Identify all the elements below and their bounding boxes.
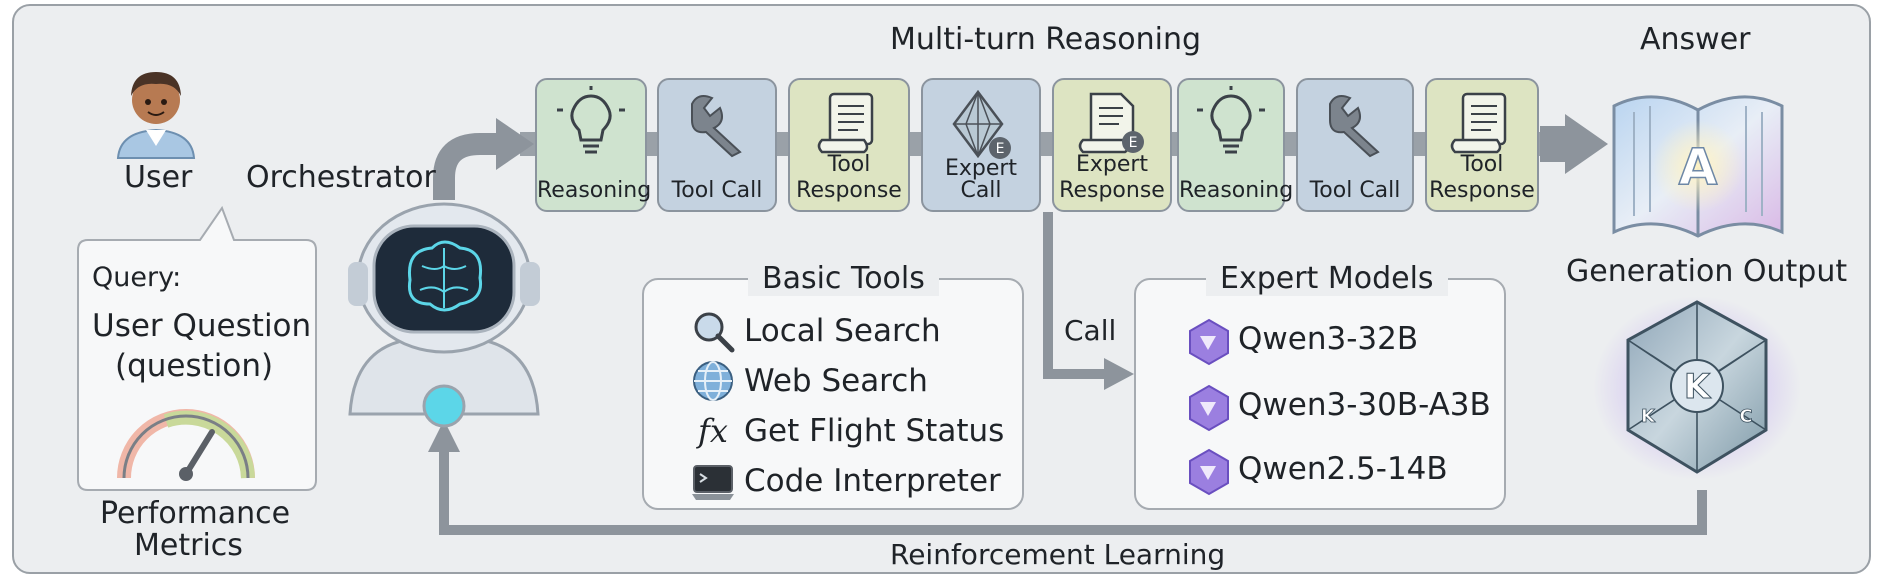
rl-loop-arrow-head [428, 420, 460, 452]
document-icon [1450, 92, 1507, 154]
step-tool-response-1: Tool Response [788, 78, 910, 212]
basic-tools-panel: Basic Tools Local Search Web Search fx G… [642, 261, 1024, 510]
tool-web-search: Web Search [692, 360, 928, 402]
step-tool-response-2-label2: Response [1429, 178, 1535, 203]
step-expert-response-label2: Response [1059, 178, 1165, 203]
step-expert-call-label: Expert Call [944, 156, 1018, 203]
step-reasoning-2: Reasoning [1177, 78, 1294, 212]
generation-title: Generation Output [1566, 254, 1848, 289]
document-icon [817, 92, 874, 154]
step-expert-call: E Expert Call [921, 78, 1041, 212]
call-arrow-head [1104, 358, 1134, 390]
performance-label-line1: Performance [100, 496, 291, 531]
qwen-logo-icon [1189, 448, 1229, 496]
step-tool-response-2: Tool Response [1425, 78, 1539, 212]
step-expert-response-label1: Expert [1075, 152, 1149, 177]
expert-model-1-label: Qwen3-32B [1238, 321, 1419, 357]
fx-icon: fx [698, 412, 728, 450]
tool-flight-status: fx Get Flight Status [692, 410, 1004, 452]
expert-document-icon: E [1078, 92, 1144, 154]
step-tool-call-2: Tool Call [1296, 78, 1414, 212]
tool-code-interpreter-label: Code Interpreter [744, 463, 1001, 499]
wrench-icon [691, 95, 742, 158]
performance-label-line2: Metrics [134, 528, 243, 563]
step-reasoning-1-label: Reasoning [537, 178, 652, 203]
step-expert-response: E Expert Response [1052, 78, 1172, 212]
step-reasoning-2-label: Reasoning [1179, 178, 1294, 203]
orchestrator-arrow-head [496, 118, 534, 170]
answer-arrow [1540, 114, 1608, 174]
step-tool-call-2-label: Tool Call [1309, 178, 1401, 203]
gauge-icon [117, 409, 255, 481]
step-reasoning-1: Reasoning [535, 78, 652, 212]
expert-models-title: Expert Models [1206, 261, 1448, 296]
tool-web-search-label: Web Search [744, 363, 928, 399]
step-tool-response-2-label1: Tool [1460, 152, 1504, 177]
generation-badge-right: C [1739, 406, 1752, 427]
tool-code-interpreter: Code Interpreter [692, 460, 1001, 502]
tool-flight-status-label: Get Flight Status [744, 413, 1005, 449]
user-avatar-icon [116, 72, 196, 159]
call-arrow [1043, 212, 1110, 379]
multi-turn-title: Multi-turn Reasoning [890, 22, 1202, 57]
orchestrator-label: Orchestrator [246, 160, 436, 195]
expert-model-2-label: Qwen3-30B-A3B [1238, 387, 1491, 423]
generation-badge-left: K [1641, 406, 1656, 427]
expert-model-1: Qwen3-32B [1186, 318, 1419, 366]
expert-crystal-icon: E [952, 89, 1011, 159]
expert-model-2: Qwen3-30B-A3B [1186, 384, 1491, 432]
step-tool-call-1: Tool Call [657, 78, 777, 212]
user-label: User [124, 160, 193, 195]
globe-icon [693, 361, 733, 401]
lightbulb-icon [1197, 86, 1265, 154]
svg-text:E: E [1129, 135, 1138, 151]
expert-models-panel: Expert Models Qwen3-32B Qwen3-30B-A3B Qw… [1134, 261, 1506, 510]
query-prefix: Query: [92, 262, 182, 293]
answer-book-icon: A [1612, 95, 1784, 238]
basic-tools-title: Basic Tools [748, 261, 939, 296]
call-label: Call [1064, 314, 1117, 347]
orchestrator-arrow [433, 133, 500, 200]
step-tool-response-1-label2: Response [796, 178, 902, 203]
generation-badge-main: K [1684, 367, 1712, 407]
rl-loop-arrow [439, 450, 1707, 535]
query-line2: (question) [115, 348, 274, 384]
tool-local-search: Local Search [692, 310, 941, 353]
terminal-icon [692, 465, 734, 500]
qwen-logo-icon [1189, 318, 1229, 366]
query-line1: User Question [92, 308, 312, 344]
reinforcement-label: Reinforcement Learning [884, 538, 1232, 571]
step-tool-response-1-label1: Tool [827, 152, 871, 177]
tool-local-search-label: Local Search [744, 313, 941, 349]
expert-model-3-label: Qwen2.5-14B [1238, 451, 1448, 487]
diagram-canvas: User Orchestrator Query: User Question (… [12, 4, 1871, 574]
wrench-icon [1329, 95, 1380, 158]
svg-text:E: E [996, 141, 1005, 157]
answer-badge: A [1679, 138, 1718, 196]
magnifier-icon [694, 312, 735, 353]
expert-model-3: Qwen2.5-14B [1186, 448, 1448, 496]
lightbulb-icon [557, 86, 625, 154]
query-bubble [77, 205, 317, 491]
generation-crystal-icon: K K C [1593, 296, 1801, 480]
step-tool-call-1-label: Tool Call [671, 178, 763, 203]
answer-title: Answer [1640, 22, 1751, 57]
qwen-logo-icon [1189, 384, 1229, 432]
robot-orchestrator-icon [348, 202, 540, 428]
